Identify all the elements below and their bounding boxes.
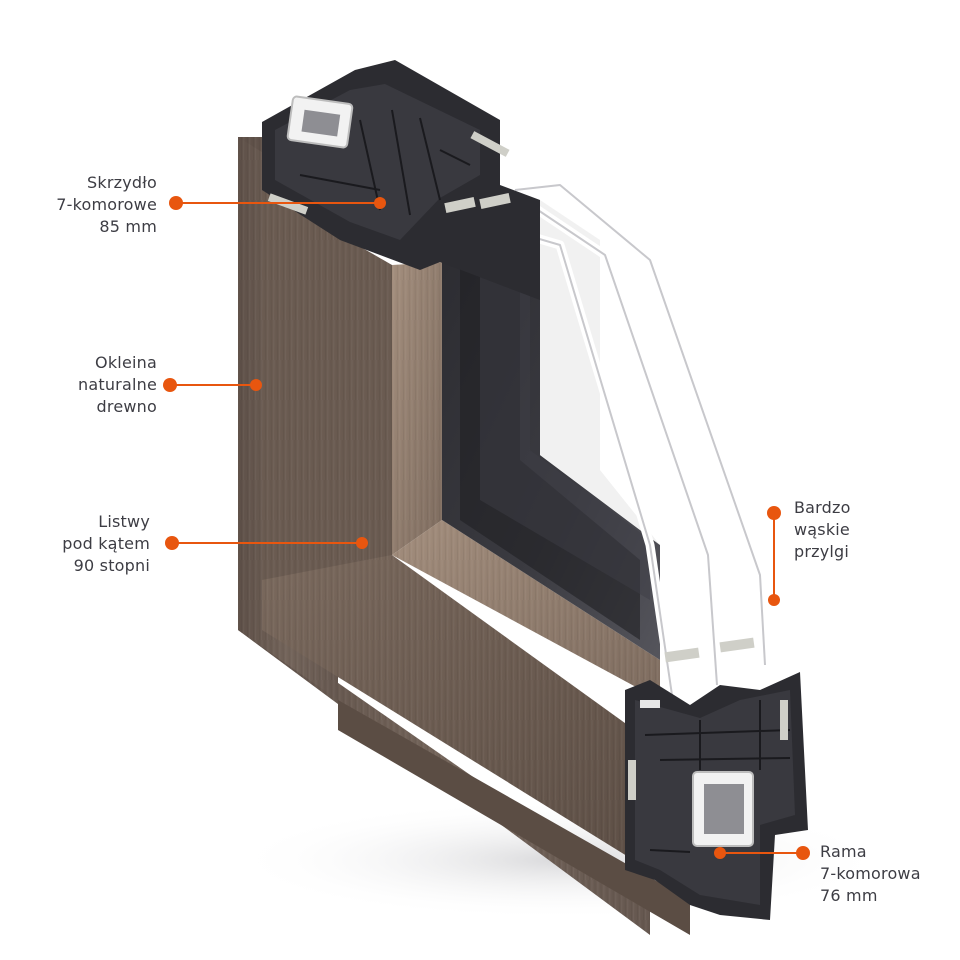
callout-line: Skrzydło [87,173,157,192]
sash-profile-section [262,60,540,300]
callout-line: 90 stopni [73,556,150,575]
callout-line: 7-komorowa [820,864,921,883]
callout-skrzydlo-leader [169,196,386,210]
callout-przylgi-leader [767,506,781,606]
callout-rama-leader [714,846,810,860]
callout-line: przylgi [794,542,850,561]
callout-line: Rama [820,842,867,861]
callout-line: pod kątem [62,534,150,553]
callout-line: Bardzo [794,498,851,517]
callout-veneer-label: Okleina naturalne drewno [20,352,157,418]
callout-line: naturalne [78,375,157,394]
callout-line: drewno [96,397,157,416]
callout-line: Okleina [95,353,157,372]
callout-okleina-leader [163,378,262,392]
callout-frame-label: Rama 7-komorowa 76 mm [820,841,940,907]
callout-listwy-leader [165,536,368,550]
callout-line: wąskie [794,520,850,539]
frame-profile-section [625,637,808,920]
callout-line: 85 mm [99,217,157,236]
callout-beads-label: Listwy pod kątem 90 stopni [20,511,150,577]
callout-line: Listwy [98,512,150,531]
callout-line: 7-komorowe [56,195,157,214]
callout-line: 76 mm [820,886,878,905]
callout-sash-label: Skrzydło 7-komorowe 85 mm [20,172,157,238]
wood-veneer-frame [238,137,690,935]
callout-rebates-label: Bardzo wąskie przylgi [794,497,914,563]
